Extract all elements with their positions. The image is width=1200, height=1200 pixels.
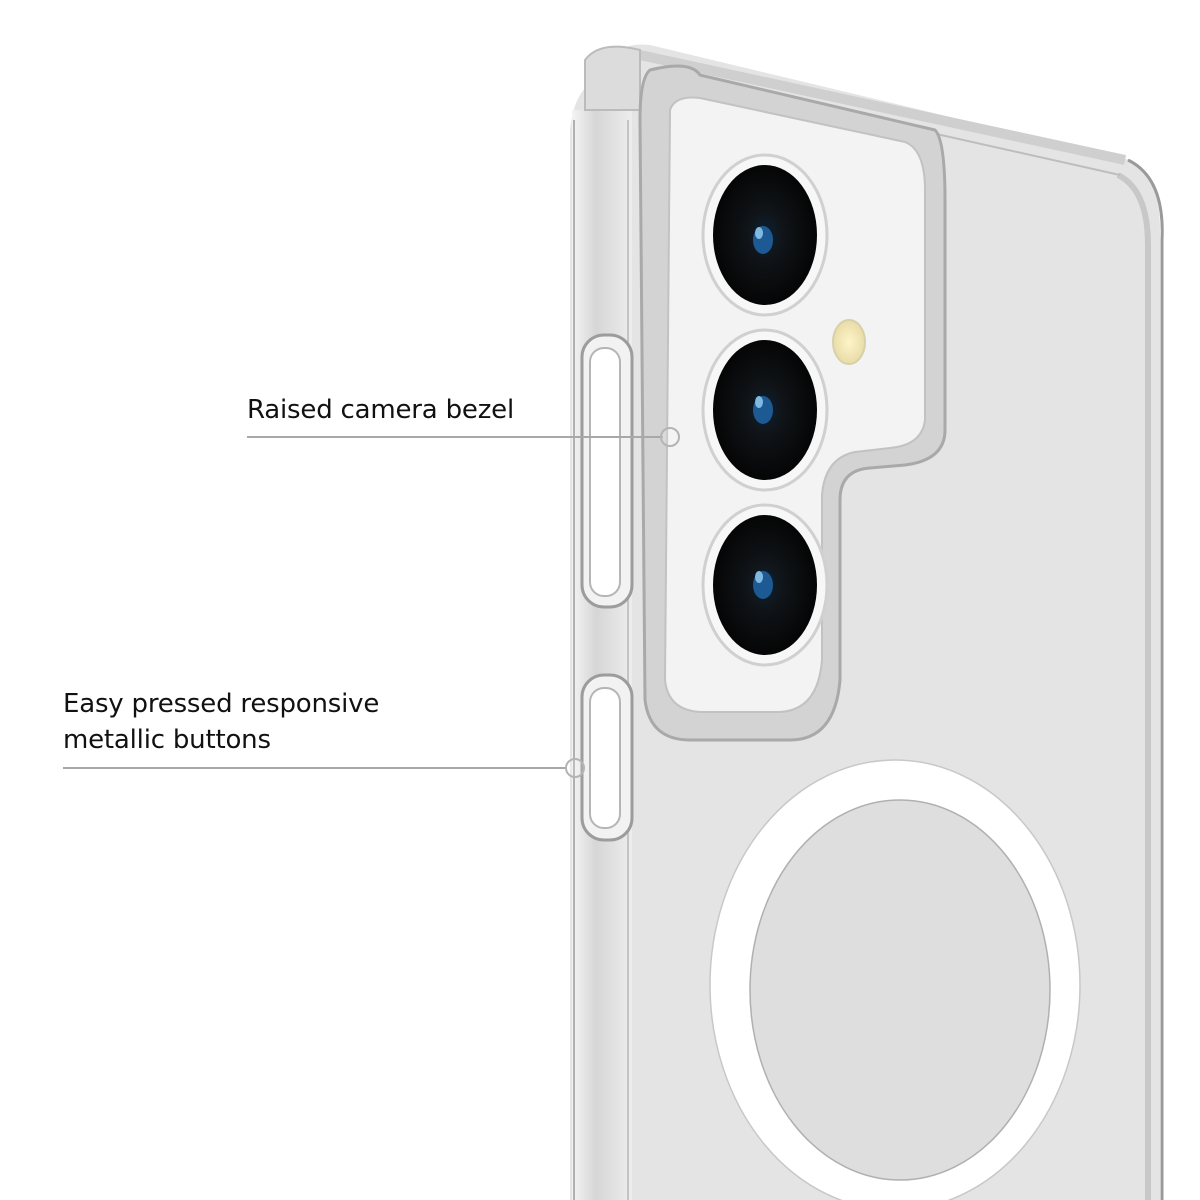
callout-leader-line-buttons bbox=[63, 767, 567, 769]
callout-label-camera-bezel: Raised camera bezel bbox=[247, 395, 514, 425]
callout-marker-circle-icon bbox=[565, 758, 585, 778]
magnetic-ring bbox=[709, 759, 1081, 1200]
volume-button-upper bbox=[580, 333, 634, 609]
callout-leader-line-camera-bezel bbox=[247, 436, 663, 438]
callout-label-buttons-line2: metallic buttons bbox=[63, 725, 271, 755]
camera-lens-2 bbox=[701, 328, 829, 492]
callout-marker-circle-icon bbox=[660, 427, 680, 447]
camera-flash bbox=[832, 319, 866, 365]
power-button bbox=[580, 673, 634, 842]
camera-lens-3 bbox=[701, 503, 829, 667]
camera-lens-1 bbox=[701, 153, 829, 317]
callout-label-buttons-line1: Easy pressed responsive bbox=[63, 689, 380, 719]
